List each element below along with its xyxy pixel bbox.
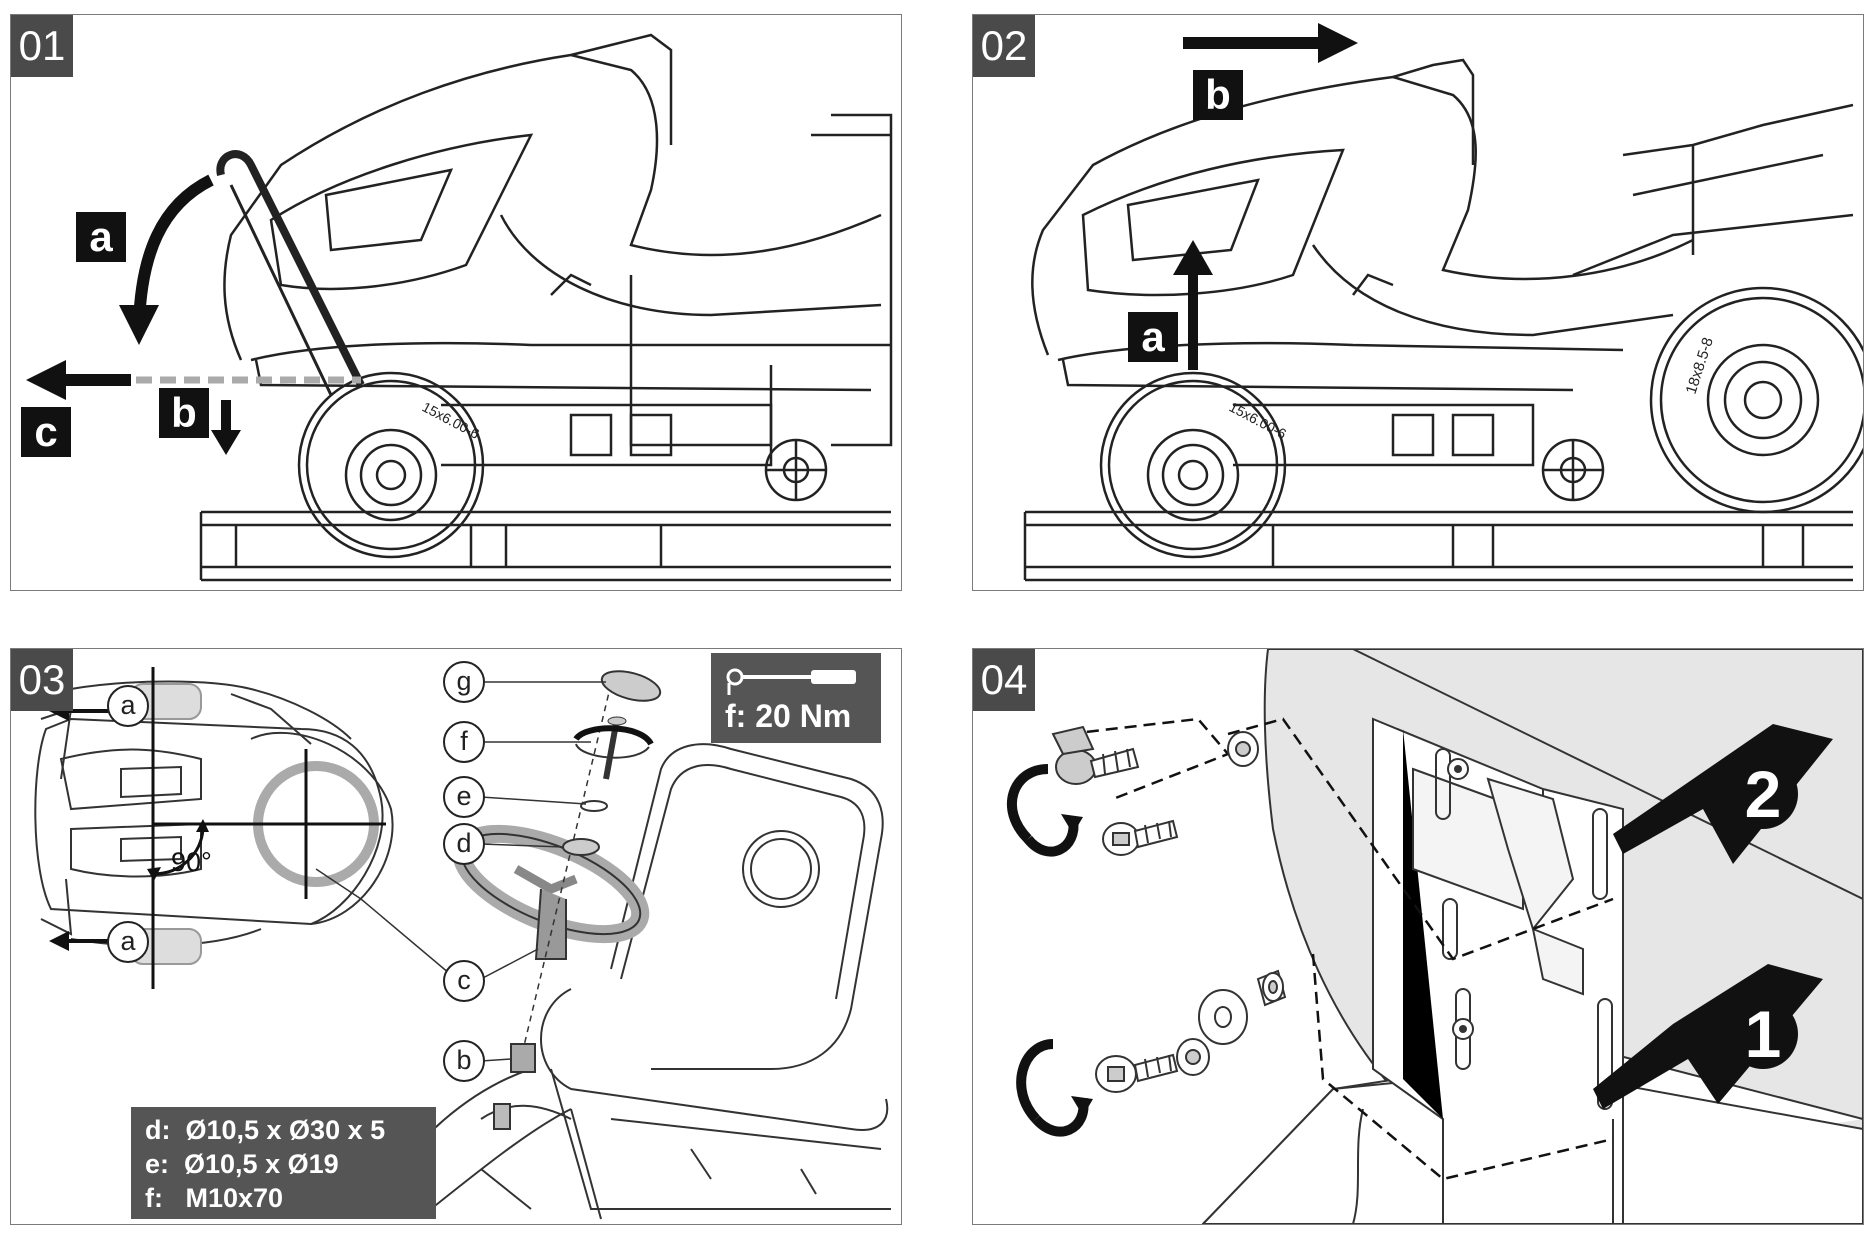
callout-b: b [443,1040,485,1082]
rear-tire-size-text: 18x8.5-8 [1683,335,1717,396]
callout-a-bottom: a [107,921,149,963]
hardware-spec-box: d: Ø10,5 x Ø30 x 5 e: Ø10,5 x Ø19 f: M10… [131,1107,436,1219]
panel-02: 02 [972,14,1864,591]
panel-number: 02 [973,15,1035,77]
callout-f: f [443,721,485,763]
tractor-hood-tilt-drawing: 15x6.00-6 [26,33,893,582]
label-b: b [159,388,209,438]
label-a: a [76,212,126,262]
spec-f: f: M10x70 [145,1183,284,1213]
tractor-hood-slide-drawing: 15x6.00-6 18x8.5-8 [1023,23,1863,582]
panel-04: 04 [972,648,1864,1225]
label-a: a [1128,312,1178,362]
spec-d: d: Ø10,5 x Ø30 x 5 [145,1115,386,1145]
callout-a-top: a [107,685,149,727]
angle-label: 90° [171,847,212,877]
panel-number: 04 [973,649,1035,711]
label-c: c [21,407,71,457]
panel-01: 01 [10,14,902,591]
panel-number: 03 [11,649,73,711]
spec-e: e: Ø10,5 x Ø19 [145,1149,339,1179]
step-1-label: 1 [1744,997,1782,1071]
steering-wheel-assembly-drawing [34,667,891,1220]
torque-value: f: 20 Nm [725,698,852,734]
bracket-mounting-drawing [1006,649,1863,1224]
panel-03: 03 [10,648,902,1225]
panel-number: 01 [11,15,73,77]
torque-wrench-icon [726,668,856,695]
step-2-label: 2 [1744,757,1782,831]
callout-c: c [443,960,485,1002]
label-b: b [1193,70,1243,120]
callout-d: d [443,823,485,865]
callout-g: g [443,661,485,703]
torque-spec-box: f: 20 Nm [711,653,881,743]
callout-e: e [443,776,485,818]
